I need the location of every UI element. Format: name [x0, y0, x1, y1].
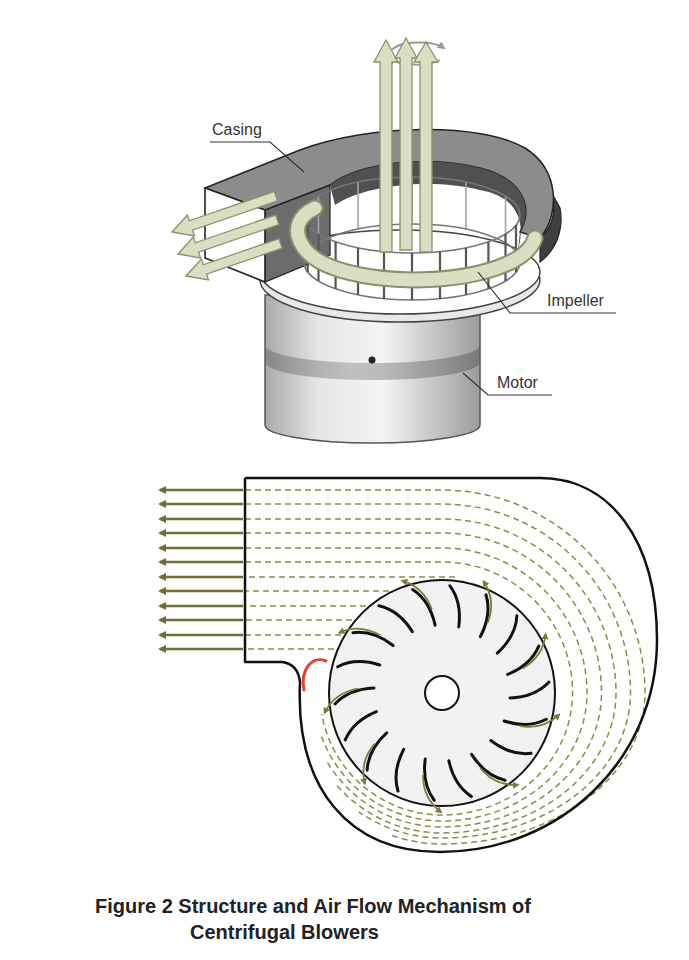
airflow-out-arrows [168, 186, 284, 287]
leader-lines [210, 142, 616, 395]
part-label: Casing [212, 120, 262, 140]
volute-casing [245, 478, 657, 852]
tongue-mark [303, 660, 326, 690]
airflow-up-arrows [374, 38, 438, 252]
part-label: Motor [497, 373, 538, 393]
airflow-swirl [298, 208, 535, 280]
figure-caption: Figure 2 Structure and Air Flow Mechanis… [95, 893, 620, 945]
streamlines [245, 490, 645, 844]
outflow-arrows [160, 490, 243, 649]
part-label: Impeller [547, 291, 604, 311]
impeller-section [329, 580, 555, 806]
rim-flow-arrows [322, 575, 560, 812]
